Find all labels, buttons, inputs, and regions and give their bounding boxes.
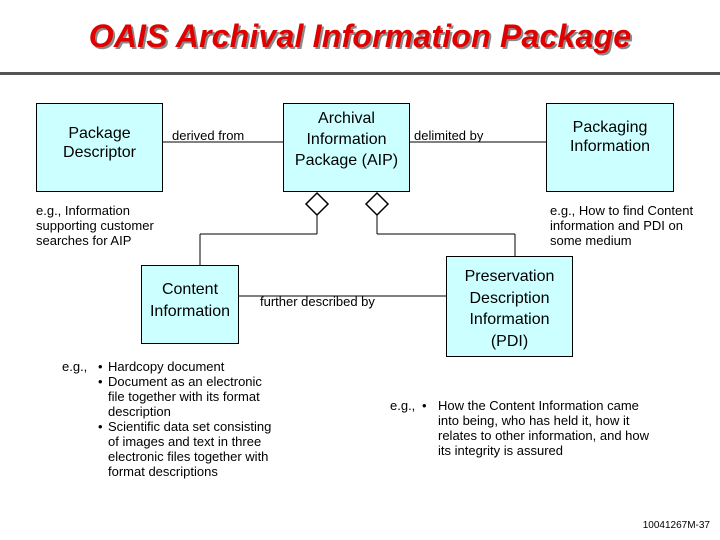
packaging-information-box xyxy=(546,103,674,192)
title-rule xyxy=(0,72,720,75)
aip-box xyxy=(283,103,410,192)
package-descriptor-label: Package Descriptor xyxy=(63,125,136,162)
note-package-descriptor: e.g., Information supporting customer se… xyxy=(36,203,154,248)
pdi-box xyxy=(446,256,573,357)
list-item: Scientific data set consisting of images… xyxy=(98,419,271,479)
page-title: OAIS Archival Information Package xyxy=(88,18,632,54)
aggregation-diamond-right xyxy=(364,191,390,217)
relation-derived-from: derived from xyxy=(172,128,245,143)
content-information-label: Content Information xyxy=(149,281,231,320)
list-item: Hardcopy document xyxy=(98,359,271,374)
note-pdi-prefix: e.g., xyxy=(390,398,416,413)
relation-further-described-by: further described by xyxy=(260,294,375,309)
packaging-information-label: Packaging Information xyxy=(569,119,651,156)
aggregation-diamond-left xyxy=(304,191,330,217)
pdi-label: Preservation Description Information (PD… xyxy=(464,268,555,350)
relation-delimited-by: delimited by xyxy=(414,128,484,143)
list-item: Document as an electronic file together … xyxy=(98,374,271,419)
note-content-prefix: e.g., xyxy=(62,359,88,374)
note-pdi-list: How the Content Information came into be… xyxy=(422,398,649,458)
list-item: How the Content Information came into be… xyxy=(422,398,649,458)
aip-label: Archival Information Package (AIP) xyxy=(294,110,399,169)
note-content-list: Hardcopy document Document as an electro… xyxy=(98,359,271,479)
content-information-box xyxy=(141,265,239,344)
package-descriptor-box xyxy=(36,103,163,192)
slide-id-footer: 10041267M-37 xyxy=(642,520,710,531)
note-packaging-information: e.g., How to find Content information an… xyxy=(550,203,694,248)
